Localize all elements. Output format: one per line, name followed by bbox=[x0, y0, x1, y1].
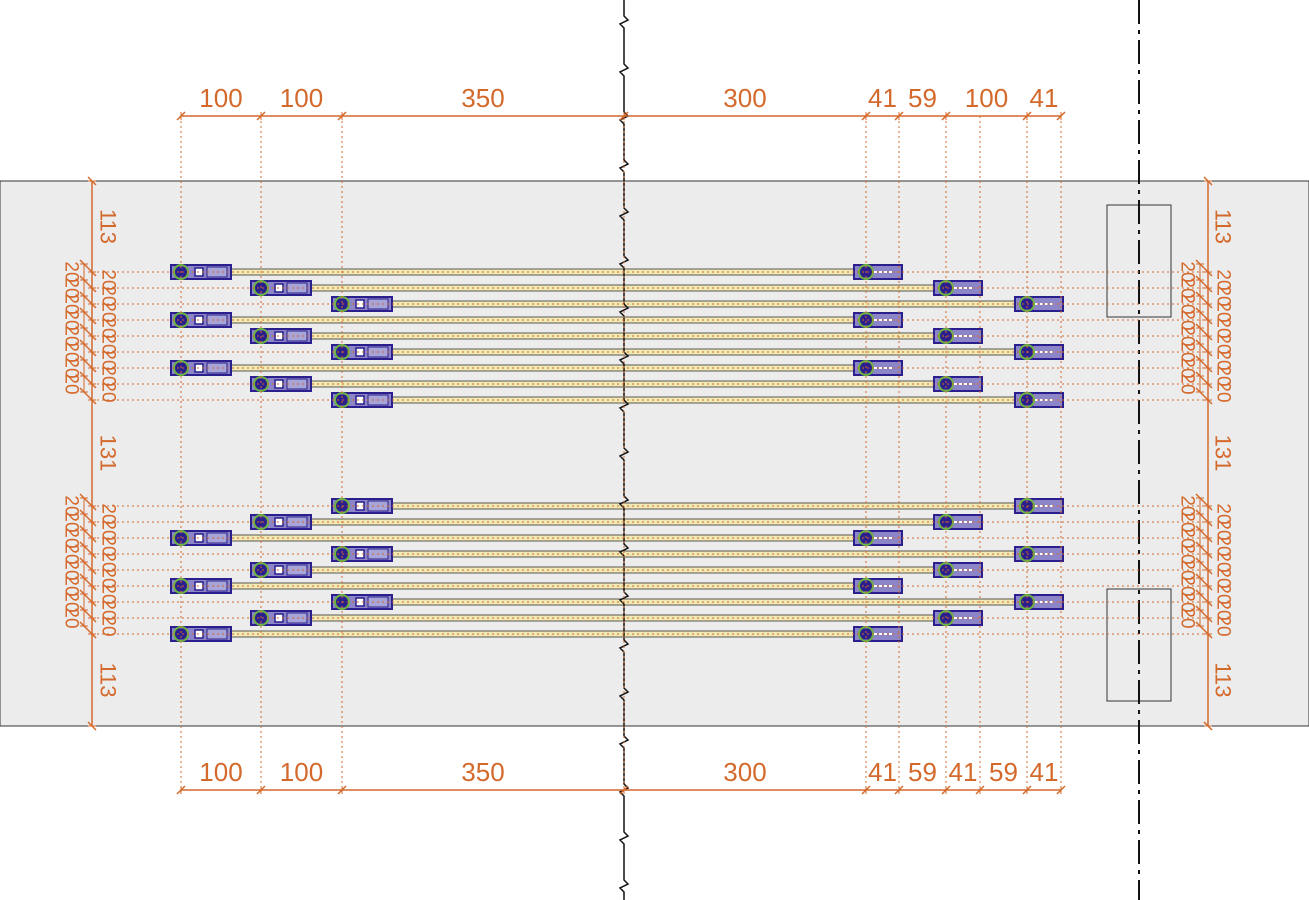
left-inner-dimension-label: 20 bbox=[61, 325, 82, 346]
left-inner-dimension-label: 20 bbox=[61, 527, 82, 548]
right-inner-dimension-label: 20 bbox=[1177, 261, 1198, 282]
right-inner-dimension-label: 20 bbox=[1177, 527, 1198, 548]
right-outer-dimension-label: 20 bbox=[1213, 333, 1234, 354]
slab-band bbox=[0, 180, 1309, 727]
left-outer-dimension-label: 20 bbox=[98, 599, 119, 620]
tendon-strand bbox=[351, 598, 1038, 606]
left-outer-dimension-label: 20 bbox=[98, 551, 119, 572]
right-inner-dimension-label: 20 bbox=[1177, 559, 1198, 580]
left-outer-dimension-label: 20 bbox=[98, 349, 119, 370]
bottom-dimension-label: 41 bbox=[1030, 757, 1059, 787]
left-outer-dimension-label: 113 bbox=[96, 662, 121, 697]
bottom-dimension-label: 59 bbox=[908, 757, 937, 787]
left-outer-dimension-label: 20 bbox=[98, 583, 119, 604]
right-outer-dimension-label: 20 bbox=[1213, 365, 1234, 386]
bottom-dimension-label: 41 bbox=[868, 757, 897, 787]
left-outer-dimension-label: 20 bbox=[98, 317, 119, 338]
left-inner-dimension-label: 20 bbox=[61, 575, 82, 596]
top-dimension-label: 100 bbox=[199, 83, 242, 113]
bottom-dimension-label: 41 bbox=[949, 757, 978, 787]
bottom-dimension-label: 100 bbox=[199, 757, 242, 787]
right-inner-dimension-label: 20 bbox=[1177, 341, 1198, 362]
left-outer-dimension-label: 20 bbox=[98, 269, 119, 290]
tendon-strand bbox=[351, 502, 1038, 510]
left-outer-dimension-label: 20 bbox=[98, 333, 119, 354]
bottom-dimension-label: 59 bbox=[989, 757, 1018, 787]
right-outer-dimension-label: 20 bbox=[1213, 503, 1234, 524]
right-outer-dimension-label: 113 bbox=[1211, 209, 1236, 244]
tendon-strand bbox=[351, 300, 1038, 308]
top-dimension-label: 100 bbox=[280, 83, 323, 113]
right-outer-dimension-label: 20 bbox=[1213, 381, 1234, 402]
right-outer-dimension-label: 20 bbox=[1213, 317, 1234, 338]
left-outer-dimension-label: 20 bbox=[98, 535, 119, 556]
left-outer-dimension-label: 20 bbox=[98, 365, 119, 386]
left-inner-dimension-label: 20 bbox=[61, 277, 82, 298]
tendon-strand bbox=[351, 348, 1038, 356]
right-outer-dimension-label: 20 bbox=[1213, 535, 1234, 556]
top-dimension-label: 41 bbox=[868, 83, 897, 113]
left-outer-dimension-label: 20 bbox=[98, 615, 119, 636]
left-outer-dimension-label: 131 bbox=[96, 435, 121, 472]
bottom-dimension-label: 100 bbox=[280, 757, 323, 787]
left-inner-dimension-label: 20 bbox=[61, 357, 82, 378]
right-outer-dimension-label: 20 bbox=[1213, 349, 1234, 370]
right-outer-dimension-label: 20 bbox=[1213, 599, 1234, 620]
right-outer-dimension-label: 20 bbox=[1213, 519, 1234, 540]
right-inner-dimension-label: 20 bbox=[1177, 543, 1198, 564]
left-inner-dimension-label: 20 bbox=[61, 293, 82, 314]
right-outer-dimension-label: 20 bbox=[1213, 551, 1234, 572]
left-inner-dimension-label: 20 bbox=[61, 495, 82, 516]
right-inner-dimension-label: 20 bbox=[1177, 591, 1198, 612]
right-inner-dimension-label: 20 bbox=[1177, 511, 1198, 532]
right-outer-dimension-label: 20 bbox=[1213, 583, 1234, 604]
bottom-dimension-label: 350 bbox=[461, 757, 504, 787]
right-inner-dimension-label: 20 bbox=[1177, 293, 1198, 314]
left-inner-dimension-label: 20 bbox=[61, 559, 82, 580]
left-inner-dimension-label: 20 bbox=[61, 261, 82, 282]
right-outer-dimension-label: 20 bbox=[1213, 567, 1234, 588]
left-outer-dimension-label: 113 bbox=[96, 209, 121, 244]
left-outer-dimension-label: 20 bbox=[98, 301, 119, 322]
left-outer-dimension-label: 20 bbox=[98, 285, 119, 306]
top-dimension-label: 59 bbox=[908, 83, 937, 113]
right-outer-dimension-label: 20 bbox=[1213, 285, 1234, 306]
left-inner-dimension-label: 20 bbox=[61, 341, 82, 362]
right-inner-dimension-label: 20 bbox=[1177, 325, 1198, 346]
right-outer-dimension-label: 20 bbox=[1213, 269, 1234, 290]
right-outer-dimension-label: 113 bbox=[1211, 662, 1236, 697]
right-outer-dimension-label: 131 bbox=[1211, 435, 1236, 472]
top-dimension-label: 100 bbox=[965, 83, 1008, 113]
right-inner-dimension-label: 20 bbox=[1177, 357, 1198, 378]
right-inner-dimension-label: 20 bbox=[1177, 373, 1198, 394]
left-outer-dimension-label: 20 bbox=[98, 519, 119, 540]
left-outer-dimension-label: 20 bbox=[98, 567, 119, 588]
bottom-dimension-label: 300 bbox=[723, 757, 766, 787]
left-inner-dimension-label: 20 bbox=[61, 607, 82, 628]
left-inner-dimension-label: 20 bbox=[61, 591, 82, 612]
right-inner-dimension-label: 20 bbox=[1177, 277, 1198, 298]
left-outer-dimension-label: 20 bbox=[98, 381, 119, 402]
left-inner-dimension-label: 20 bbox=[61, 309, 82, 330]
right-inner-dimension-label: 20 bbox=[1177, 575, 1198, 596]
top-dimension-label: 41 bbox=[1030, 83, 1059, 113]
zigzag-break-line-icon bbox=[618, 0, 630, 900]
right-outer-dimension-label: 20 bbox=[1213, 615, 1234, 636]
right-inner-dimension-label: 20 bbox=[1177, 309, 1198, 330]
left-inner-dimension-label: 20 bbox=[61, 543, 82, 564]
top-dimension-label: 350 bbox=[461, 83, 504, 113]
right-inner-dimension-label: 20 bbox=[1177, 607, 1198, 628]
tendon-strand bbox=[351, 396, 1038, 404]
tendon-strand bbox=[351, 550, 1038, 558]
right-outer-dimension-label: 20 bbox=[1213, 301, 1234, 322]
left-inner-dimension-label: 20 bbox=[61, 511, 82, 532]
top-dimension-label: 300 bbox=[723, 83, 766, 113]
left-inner-dimension-label: 20 bbox=[61, 373, 82, 394]
right-inner-dimension-label: 20 bbox=[1177, 495, 1198, 516]
left-outer-dimension-label: 20 bbox=[98, 503, 119, 524]
